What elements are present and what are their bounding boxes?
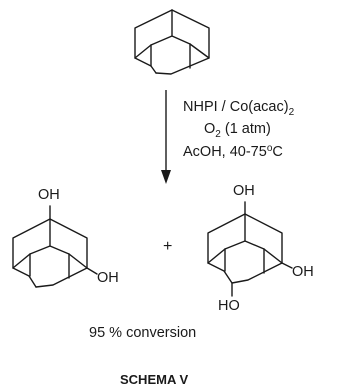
diol-oh-top: OH [38, 187, 60, 203]
plus-sign: + [163, 238, 172, 255]
diol-oh-right: OH [97, 270, 119, 286]
conditions-line-1: NHPI / Co(acac)2 [183, 99, 295, 118]
triol-ho-bottom: HO [218, 298, 240, 314]
scheme-label: SCHEMA V [120, 372, 188, 387]
diol-structure [12, 205, 98, 288]
conversion-text: 95 % conversion [89, 325, 196, 341]
conditions-line-3: AcOH, 40-75oC [183, 143, 283, 160]
triol-oh-right: OH [292, 264, 314, 280]
adamantane-structure [134, 9, 210, 75]
triol-oh-top: OH [233, 183, 255, 199]
conditions-line-2: O2 (1 atm) [204, 121, 271, 140]
reaction-arrow [161, 90, 171, 184]
triol-structure [207, 201, 293, 297]
